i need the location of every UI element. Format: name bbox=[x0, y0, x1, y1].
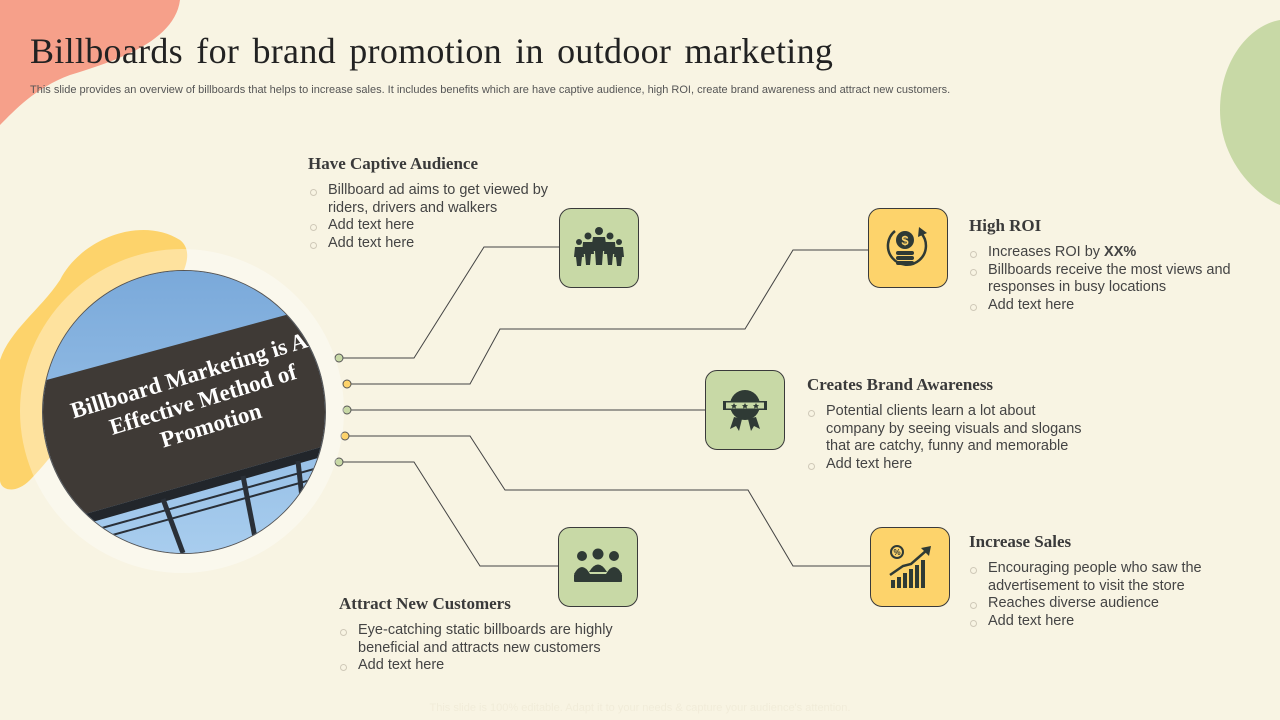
svg-text:$: $ bbox=[901, 233, 909, 248]
page-subtitle: This slide provides an overview of billb… bbox=[30, 84, 951, 96]
heading-high-roi: High ROI bbox=[969, 216, 1042, 235]
svg-text:%: % bbox=[893, 548, 900, 557]
list-brand-awareness: Potential clients learn a lot about comp… bbox=[806, 403, 1096, 473]
high-roi-icon-box: $ bbox=[868, 208, 948, 288]
coins-cycle-icon: $ bbox=[886, 227, 928, 267]
increase-sales-icon-box: % bbox=[870, 527, 950, 607]
connector-customers bbox=[339, 461, 558, 567]
group-people-icon bbox=[574, 227, 624, 266]
list-item: Add text here bbox=[338, 657, 638, 675]
team-meeting-icon bbox=[574, 548, 622, 582]
heading-new-customers: Attract New Customers bbox=[339, 594, 511, 613]
new-customers-icon-box bbox=[558, 527, 638, 607]
list-item: Add text here bbox=[308, 217, 568, 235]
list-item: Increases ROI by XX% bbox=[968, 244, 1248, 262]
roi-value: XX% bbox=[1104, 244, 1137, 260]
connector-dot-brand bbox=[342, 405, 352, 415]
list-item: Add text here bbox=[968, 297, 1248, 315]
connector-dot-customers bbox=[334, 457, 344, 467]
growth-chart-icon: % bbox=[889, 545, 931, 588]
footer-note: This slide is 100% editable. Adapt it to… bbox=[429, 702, 851, 714]
list-item: Billboards receive the most views and re… bbox=[968, 262, 1248, 297]
list-increase-sales: Encouraging people who saw the advertise… bbox=[968, 560, 1228, 630]
list-item: Reaches diverse audience bbox=[968, 595, 1228, 613]
list-item: Eye-catching static billboards are highl… bbox=[338, 622, 638, 657]
connector-roi bbox=[347, 249, 868, 385]
billboard-image: Billboard Marketing is An Effective Meth… bbox=[42, 270, 326, 554]
connector-dot-captive bbox=[334, 353, 344, 363]
list-item: Billboard ad aims to get viewed by rider… bbox=[308, 182, 568, 217]
heading-brand-awareness: Creates Brand Awareness bbox=[807, 375, 994, 394]
billboard-illustration bbox=[43, 271, 325, 553]
list-item: Add text here bbox=[968, 613, 1228, 631]
connector-dot-roi bbox=[342, 379, 352, 389]
connector-dot-sales bbox=[340, 431, 350, 441]
roi-bullet-text: Increases ROI by bbox=[988, 244, 1105, 260]
rating-badge-icon bbox=[723, 390, 767, 431]
list-item: Add text here bbox=[806, 456, 1096, 474]
list-captive-audience: Billboard ad aims to get viewed by rider… bbox=[308, 182, 568, 252]
captive-audience-icon-box bbox=[559, 208, 639, 288]
connector-captive bbox=[339, 246, 559, 359]
list-item: Encouraging people who saw the advertise… bbox=[968, 560, 1228, 595]
brand-awareness-icon-box bbox=[705, 370, 785, 450]
green-blob-decoration bbox=[1220, 20, 1280, 205]
list-item: Add text here bbox=[308, 235, 568, 253]
salmon-blob-decoration bbox=[0, 0, 180, 125]
connector-sales bbox=[345, 435, 870, 567]
page-title: Billboards for brand promotion in outdoo… bbox=[30, 31, 834, 71]
list-item: Potential clients learn a lot about comp… bbox=[806, 403, 1096, 456]
heading-increase-sales: Increase Sales bbox=[969, 532, 1072, 551]
heading-captive-audience: Have Captive Audience bbox=[308, 154, 478, 173]
list-high-roi: Increases ROI by XX% Billboards receive … bbox=[968, 244, 1248, 314]
list-new-customers: Eye-catching static billboards are highl… bbox=[338, 622, 638, 675]
